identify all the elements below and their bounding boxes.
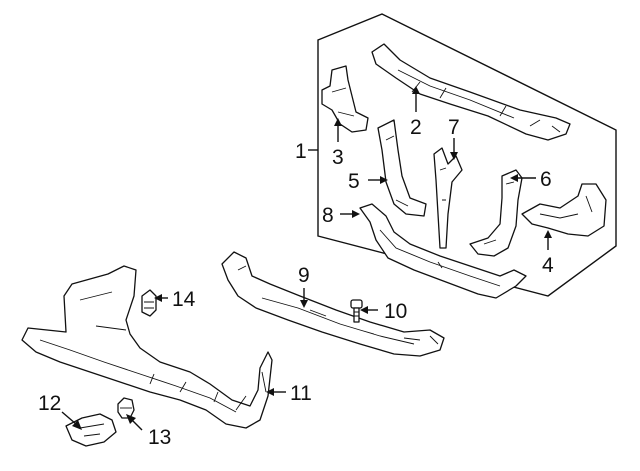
- part-14-clip: [141, 289, 157, 317]
- part-8-lower-tie-bar: [359, 203, 527, 299]
- callout-4: 4: [542, 254, 554, 277]
- part-3-side-bracket: [321, 65, 369, 133]
- part-6-right-side-support: [469, 169, 523, 257]
- callout-12: 12: [38, 392, 61, 415]
- part-4-right-bracket: [521, 183, 607, 237]
- callout-6: 6: [540, 168, 552, 191]
- callout-7: 7: [448, 116, 460, 139]
- part-11-air-deflector: [21, 265, 273, 429]
- callout-14: 14: [172, 288, 196, 311]
- callout-9: 9: [298, 264, 310, 287]
- callout-8: 8: [322, 204, 334, 227]
- callout-2: 2: [410, 116, 422, 139]
- leader-lines: [61, 86, 552, 431]
- part-12-shield-piece: [65, 413, 117, 447]
- callout-3: 3: [332, 146, 344, 169]
- part-7-center-stay: [433, 147, 463, 249]
- part-13-push-retainer: [117, 397, 135, 419]
- callout-labels: 1 2 3 4 5 6 7 8 9 10 11 12 13 14: [38, 116, 554, 449]
- part-10-bolt: [350, 299, 363, 323]
- part-5-left-side-support: [377, 119, 427, 217]
- assembly-box-outline: [317, 13, 617, 297]
- callout-1: 1: [295, 140, 307, 163]
- callout-5: 5: [348, 170, 360, 193]
- callout-11: 11: [290, 382, 312, 405]
- part-9-front-cross-member: [221, 251, 445, 357]
- callout-13: 13: [148, 426, 171, 449]
- callout-10: 10: [384, 300, 407, 323]
